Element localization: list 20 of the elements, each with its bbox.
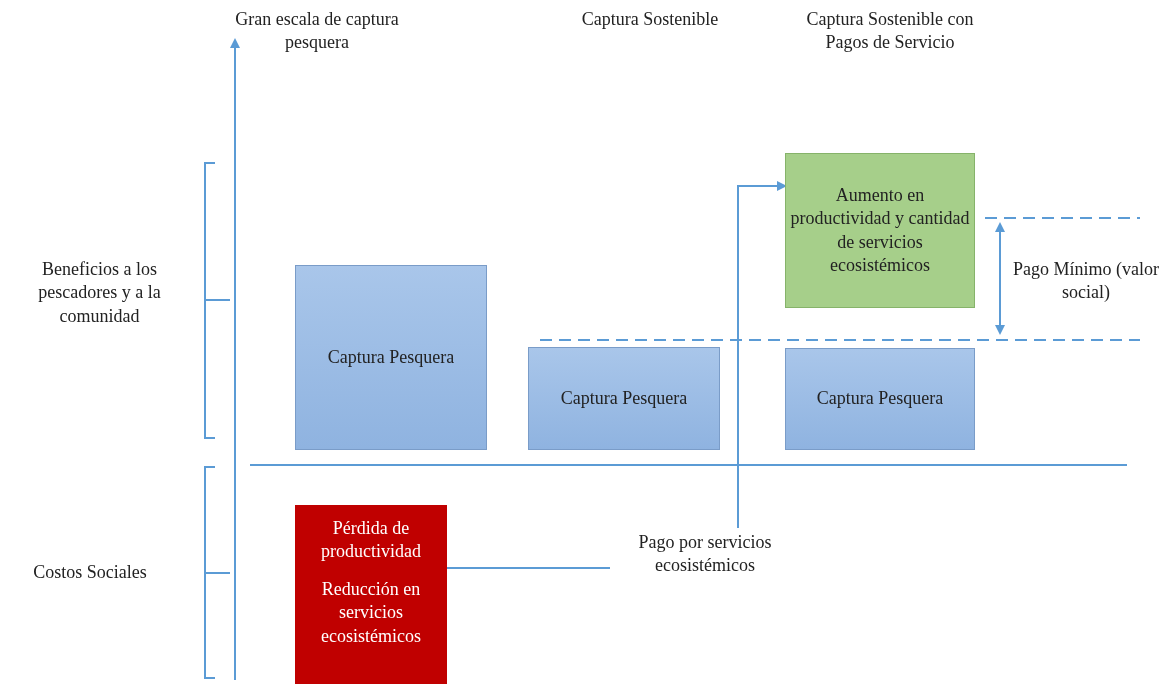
loss-box (295, 505, 447, 684)
box-text: Captura Pesquera (816, 387, 944, 411)
catch-box (295, 265, 487, 450)
box-text: Reducción en servicios ecosistémicos (320, 577, 422, 648)
productivity-box (785, 153, 975, 308)
box-text: Aumento en productividad y cantidad de servicios ecosistémicos (789, 183, 971, 277)
box-text: Captura Pesquera (560, 386, 688, 410)
column-heading: Gran escala de captura pesquera (234, 8, 400, 55)
box-text: Captura Pesquera (327, 345, 455, 369)
connector-line (446, 567, 611, 569)
column-heading: Captura Sostenible con Pagos de Servicio (805, 8, 975, 55)
column-heading: Captura Sostenible (580, 8, 720, 31)
axis-label: Beneficios a los pescadores y a la comunidad (37, 258, 162, 328)
box-text: Pérdida de productividad (320, 517, 422, 564)
axis-label: Costos Sociales (32, 561, 148, 584)
catch-box (528, 347, 720, 450)
catch-box (785, 348, 975, 450)
arrow (737, 181, 787, 529)
payment-note: Pago por servicios ecosistémicos (637, 530, 773, 577)
axis-label: Pago Mínimo (valor social) (1012, 258, 1160, 305)
